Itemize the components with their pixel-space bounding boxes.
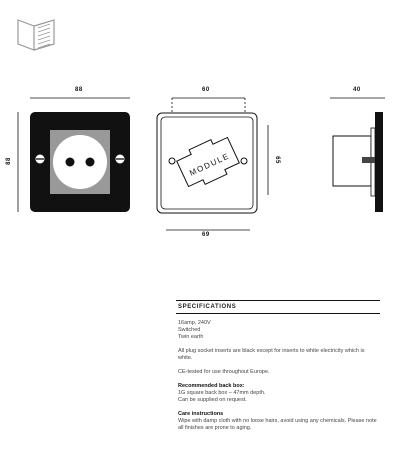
- spec-rule-top: [176, 300, 380, 301]
- spec-rule-mid: [176, 313, 380, 314]
- logo-icon: [17, 19, 55, 51]
- dim-frame-width: 69: [202, 232, 210, 238]
- spec-care-heading: Care instructions: [178, 411, 224, 417]
- dim-depth: 40: [353, 87, 361, 93]
- dim-module-height: 65: [273, 156, 280, 164]
- side-plate: [375, 112, 383, 212]
- spec-inserts: All plug socket inserts are black except…: [178, 348, 365, 361]
- dim-front-height: 88: [5, 157, 12, 165]
- spec-electrical: 16amp, 240V Switched Twin earth: [178, 320, 211, 340]
- spec-title: SPECIFICATIONS: [178, 304, 237, 310]
- screw-icon: [34, 153, 46, 165]
- spec-body: 16amp, 240V Switched Twin earth All plug…: [178, 320, 378, 439]
- spec-care: Wipe with damp cloth with no loose hairs…: [178, 418, 377, 431]
- dim-module-width: 60: [202, 87, 210, 93]
- module-outline: [176, 136, 240, 188]
- spec-ce: CE-tested for use throughout Europe.: [178, 369, 270, 375]
- spec-backbox-heading: Recommended back box:: [178, 383, 245, 389]
- side-pins: [362, 157, 375, 163]
- spec-backbox: 1G square back box – 47mm depth. Can be …: [178, 390, 266, 403]
- screw-icon: [114, 153, 126, 165]
- dim-front-width: 88: [75, 87, 83, 93]
